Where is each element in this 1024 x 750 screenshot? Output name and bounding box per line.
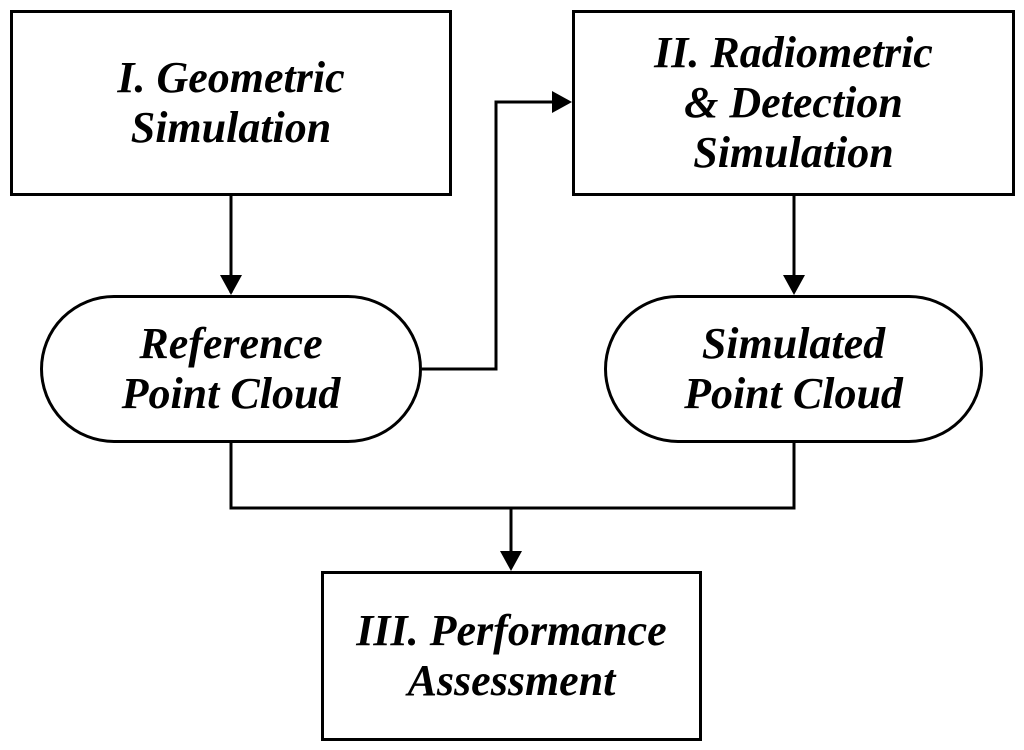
simulated-title-line-2: Point Cloud <box>684 369 903 418</box>
radiometric-title-line-3: Simulation <box>693 128 894 177</box>
connector-reference-merge <box>229 443 796 510</box>
radiometric-title-line-2: & Detection <box>684 78 903 127</box>
reference-title-line-1: Reference <box>139 319 323 368</box>
performance-assessment-box: III. Performance Assessment <box>321 571 702 741</box>
arrowhead-geometric-to-reference <box>220 275 242 295</box>
simulated-title-line-1: Simulated <box>701 319 886 368</box>
geometric-simulation-box: I. Geometric Simulation <box>10 10 452 196</box>
arrow-reference-to-radiometric <box>422 100 556 371</box>
radiometric-detection-simulation-box: II. Radiometric & Detection Simulation <box>572 10 1015 196</box>
reference-point-cloud-node: Reference Point Cloud <box>40 295 422 443</box>
performance-title-line-1: III. Performance <box>356 606 667 655</box>
arrowhead-radiometric-to-simulated <box>783 275 805 295</box>
reference-title-line-2: Point Cloud <box>121 369 341 418</box>
geometric-title-line-1: I. Geometric <box>117 53 345 102</box>
arrowhead-merge-to-performance <box>500 551 522 571</box>
geometric-title-line-2: Simulation <box>130 103 332 152</box>
simulated-point-cloud-node: Simulated Point Cloud <box>604 295 983 443</box>
performance-title-line-2: Assessment <box>407 656 616 705</box>
arrowhead-reference-to-radiometric <box>552 91 572 113</box>
radiometric-title-line-1: II. Radiometric <box>654 28 933 77</box>
